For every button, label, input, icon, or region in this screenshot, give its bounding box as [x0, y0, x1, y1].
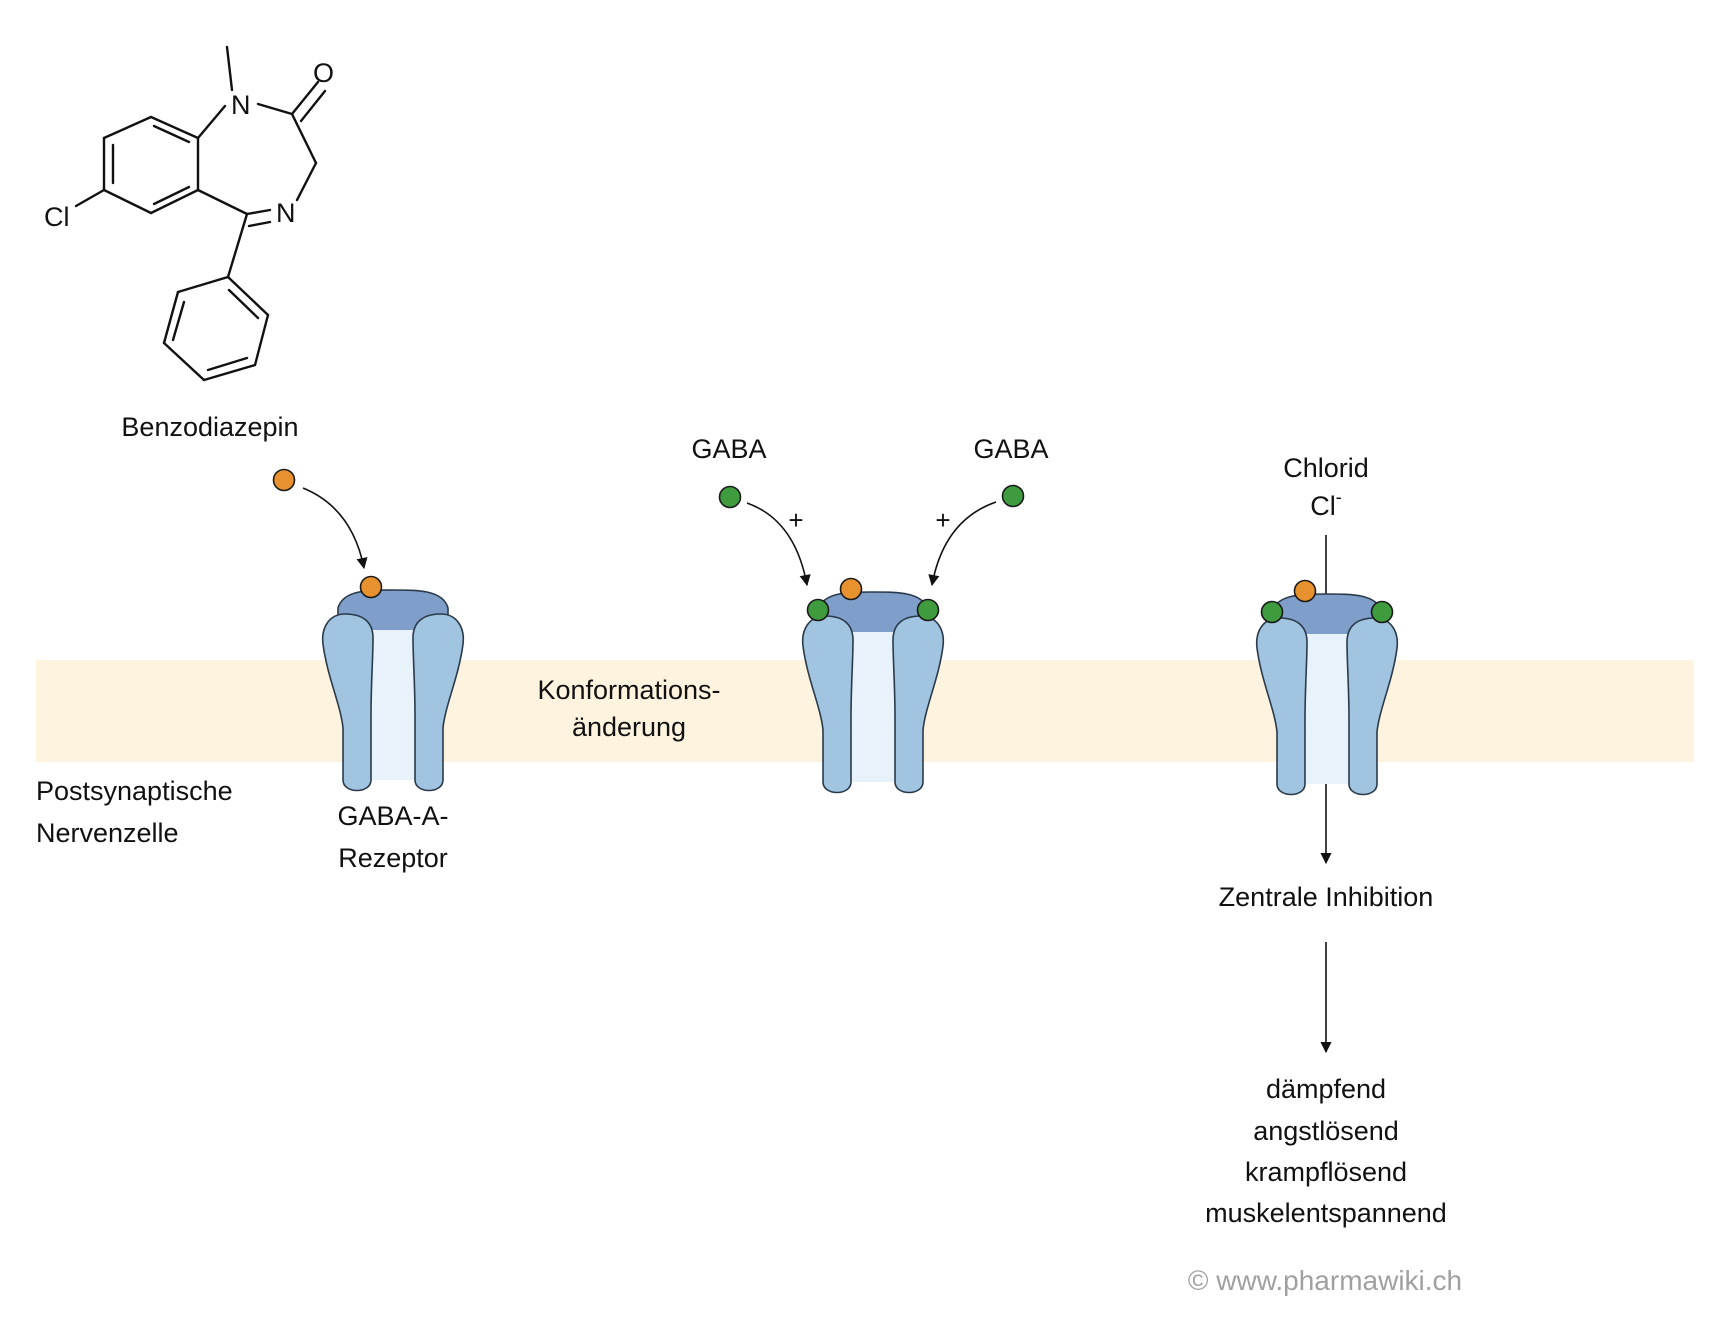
- effect-item: dämpfend: [1266, 1074, 1386, 1104]
- plus-sign-left: +: [788, 505, 803, 535]
- gaba-label-left: GABA: [691, 434, 766, 464]
- gaba-molecule: [1370, 600, 1394, 624]
- conformation-label-line2: änderung: [572, 712, 686, 742]
- gaba-molecule: [1001, 484, 1025, 508]
- gaba-binding-arrow-right: [928, 501, 997, 587]
- nitrogen-atom-2: N: [276, 198, 296, 228]
- benzodiazepine-molecule: [839, 577, 863, 601]
- oxygen-atom: O: [313, 58, 334, 88]
- benzodiazepine-molecule: [1293, 579, 1317, 603]
- cell-label-line1: Postsynaptische: [36, 776, 233, 806]
- nitrogen-atom-1: N: [231, 90, 251, 120]
- receptor-label-line1: GABA-A-: [337, 801, 448, 831]
- ion-channel-pore: [361, 630, 425, 780]
- gaba-a-receptor: [801, 577, 945, 794]
- receptor-subunit-right: [892, 615, 945, 794]
- chloride-label: Chlorid: [1283, 453, 1369, 483]
- cell-label-line2: Nervenzelle: [36, 818, 179, 848]
- benzodiazepine-molecule: [359, 575, 383, 599]
- gaba-label-right: GABA: [973, 434, 1048, 464]
- receptor-label-line2: Rezeptor: [338, 843, 448, 873]
- gaba-a-receptor: [1255, 579, 1399, 796]
- benzodiazepine-label: Benzodiazepin: [121, 412, 298, 442]
- benzodiazepine-binding-arrow: [302, 487, 368, 570]
- benzodiazepine-structure: Cl N N O: [44, 45, 334, 382]
- gaba-molecule: [916, 598, 940, 622]
- gaba-molecule: [718, 485, 742, 509]
- chloride-charge: -: [1336, 487, 1342, 507]
- effect-item: angstlösend: [1253, 1116, 1399, 1146]
- receptor-subunit-left: [1255, 617, 1308, 796]
- ion-channel-pore: [1295, 634, 1359, 784]
- receptor-group: [272, 468, 1399, 796]
- chloride-symbol: Cl-: [1310, 487, 1342, 521]
- gaba-molecule: [806, 598, 830, 622]
- effect-item: krampflösend: [1245, 1157, 1407, 1187]
- conformation-label-line1: Konformations-: [537, 675, 720, 705]
- receptor-subunit-right: [1346, 617, 1399, 796]
- receptor-subunit-left: [321, 613, 374, 792]
- inhibition-label: Zentrale Inhibition: [1219, 882, 1434, 912]
- gaba-binding-arrow-left: [746, 502, 811, 587]
- chloride-symbol-text: Cl: [1310, 491, 1336, 521]
- benzodiazepine-molecule: [272, 468, 296, 492]
- chlorine-atom: Cl: [44, 202, 70, 232]
- plus-sign-right: +: [935, 505, 950, 535]
- receptor-subunit-right: [412, 613, 465, 792]
- effect-item: muskelentspannend: [1205, 1198, 1447, 1228]
- watermark: © www.pharmawiki.ch: [1188, 1265, 1462, 1296]
- ion-channel-pore: [841, 632, 905, 782]
- gaba-a-receptor: [321, 575, 465, 792]
- receptor-subunit-left: [801, 615, 854, 794]
- gaba-molecule: [1260, 600, 1284, 624]
